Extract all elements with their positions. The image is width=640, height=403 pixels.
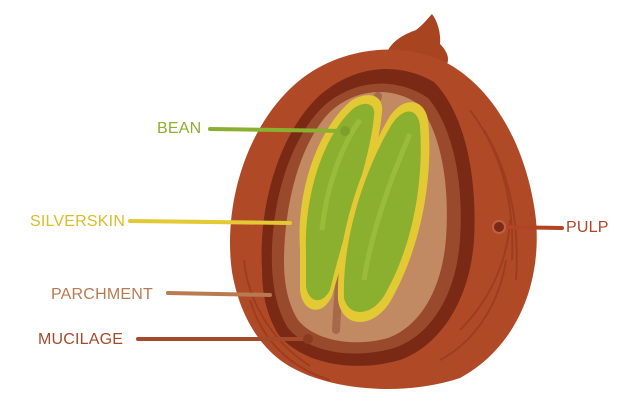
pulp-leader-dot xyxy=(492,220,506,234)
bean-leader-dot xyxy=(340,126,350,136)
silverskin-leader-line xyxy=(128,219,292,225)
bean-right-highlight xyxy=(361,133,413,281)
pulp-label: PULP xyxy=(566,219,609,236)
bean-label: BEAN xyxy=(157,120,202,137)
pulp-texture xyxy=(243,109,518,381)
silverskin-label: SILVERSKIN xyxy=(30,213,126,230)
mucilage-label: MUCILAGE xyxy=(38,331,124,348)
pulp-leader-line xyxy=(498,225,564,230)
bean-left xyxy=(305,103,375,301)
mucilage-leader-dot xyxy=(303,334,313,344)
parchment-leader-line xyxy=(166,291,272,297)
parchment-label: PARCHMENT xyxy=(51,286,153,303)
bean-leader-line xyxy=(208,127,347,133)
bean-left-highlight xyxy=(319,118,363,231)
